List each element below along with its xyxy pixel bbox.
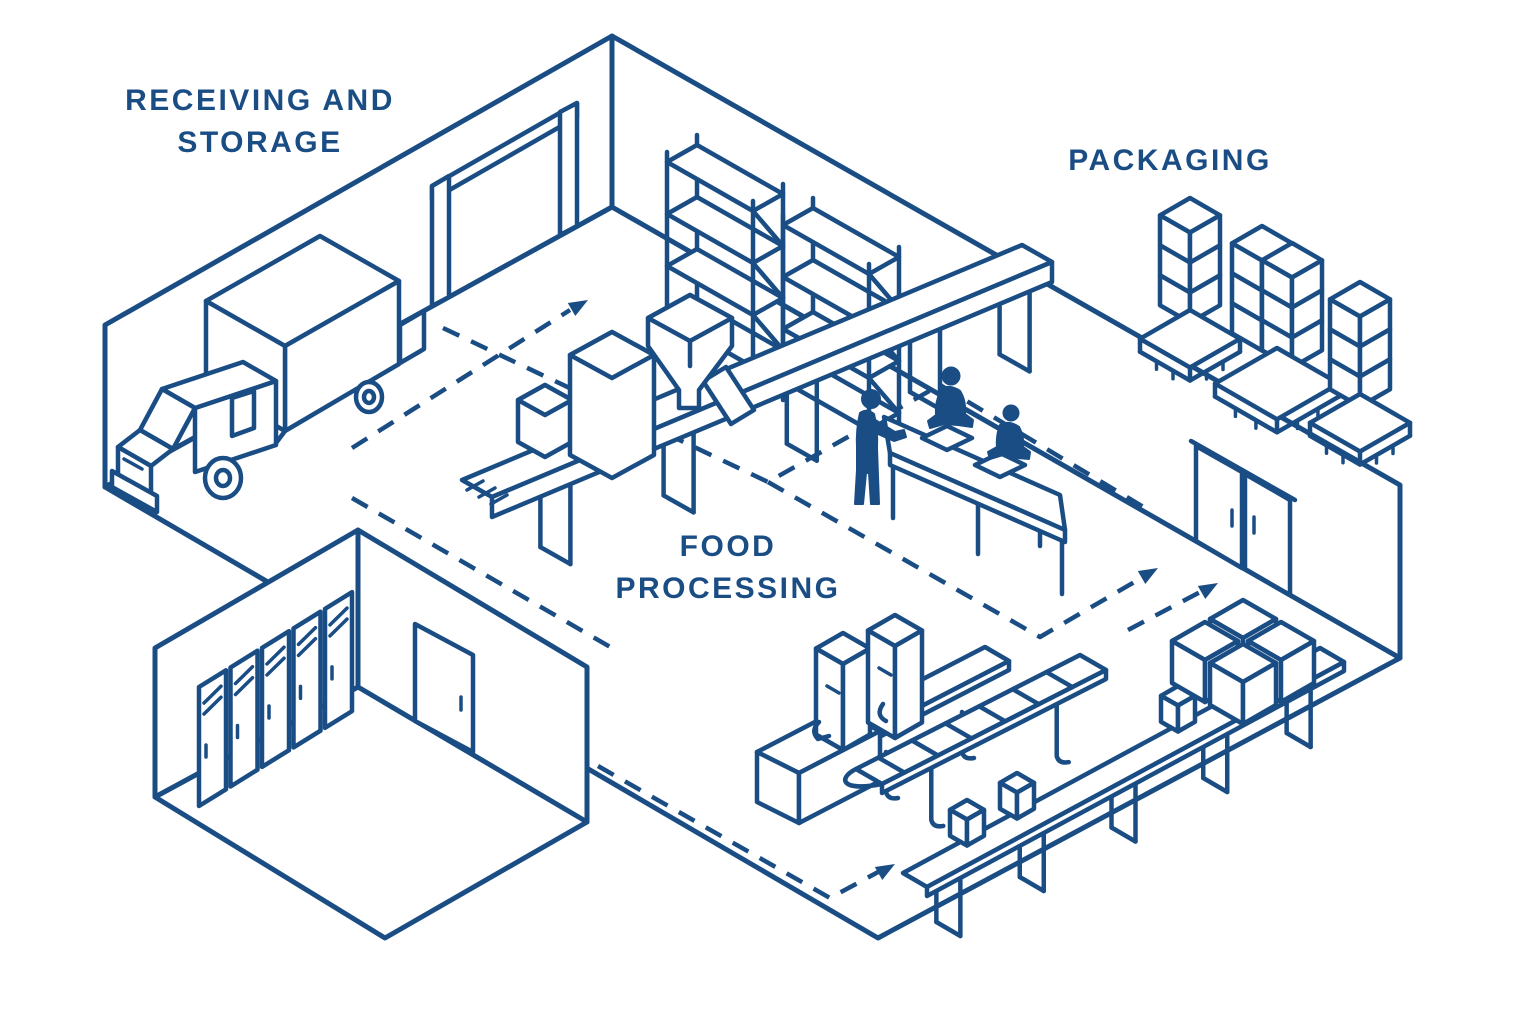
packing-conveyor — [900, 597, 1347, 939]
label-food-processing: FOOD PROCESSING — [615, 526, 840, 610]
label-packaging: PACKAGING — [1068, 140, 1272, 182]
filling-machines — [754, 612, 1012, 826]
hopper-machine — [515, 292, 757, 481]
workers — [854, 366, 1031, 505]
worker-right — [987, 421, 1031, 460]
hopper-funnel — [645, 292, 735, 411]
label-line: FOOD — [679, 530, 777, 563]
belt-conveyor — [843, 652, 1109, 829]
pallets-with-boxes — [1137, 195, 1413, 467]
receiving-door — [429, 100, 580, 309]
double-exit-doors — [1188, 438, 1298, 598]
inspection-table — [881, 414, 1068, 597]
worker-center — [927, 385, 974, 429]
truck-wheels — [202, 379, 385, 501]
label-line: PROCESSING — [615, 572, 841, 605]
flow-arrows — [350, 300, 1218, 901]
delivery-truck — [109, 233, 427, 515]
label-receiving-and-storage: RECEIVING AND STORAGE — [125, 80, 395, 164]
worker-standing — [854, 409, 880, 505]
label-line: STORAGE — [177, 126, 343, 159]
locker-room-door — [412, 621, 476, 755]
lockers — [196, 589, 355, 809]
locker-room — [152, 527, 590, 941]
label-line: PACKAGING — [1068, 144, 1272, 177]
label-line: RECEIVING AND — [125, 84, 395, 117]
